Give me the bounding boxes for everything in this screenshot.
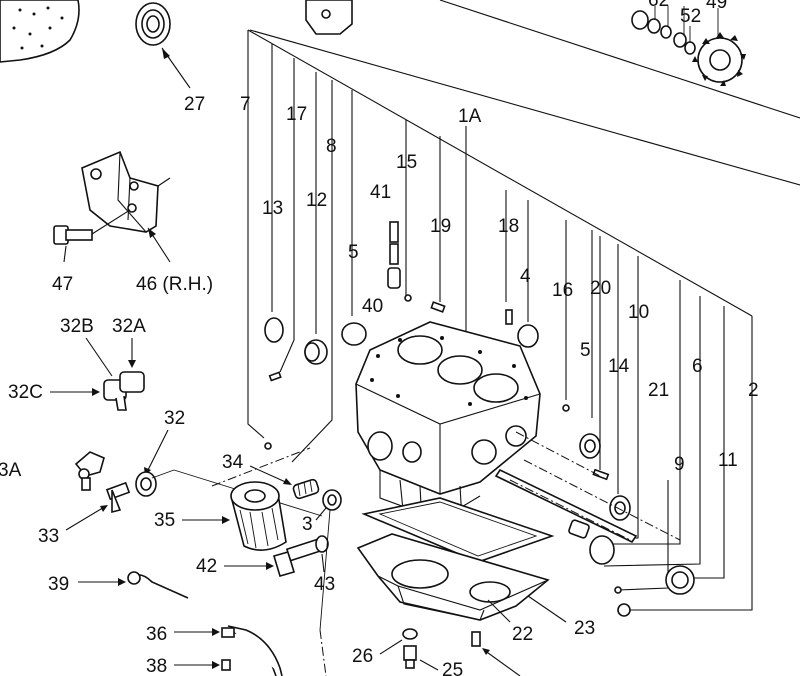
fitting-3A	[74, 451, 105, 491]
label-21: 21	[648, 380, 669, 401]
label-20: 20	[590, 278, 611, 299]
label-32C: 32C	[8, 382, 43, 403]
label-46: 46 (R.H.)	[136, 274, 213, 295]
label-9: 9	[674, 454, 685, 475]
label-42: 42	[196, 556, 217, 577]
label-22: 22	[512, 624, 533, 645]
sleeve-21	[568, 519, 615, 565]
label-47: 47	[52, 274, 73, 295]
label-34: 34	[222, 452, 244, 473]
label-7: 7	[240, 94, 251, 115]
callout-leaders	[247, 29, 753, 611]
strainer-34	[292, 478, 320, 500]
label-27: 27	[184, 94, 205, 115]
cylinder-block-1A	[355, 321, 541, 525]
rod-41-40	[387, 221, 412, 302]
label-62: 62	[648, 0, 669, 11]
pin-18	[505, 309, 513, 325]
cup-plug-13	[264, 317, 284, 343]
plug-12	[304, 339, 328, 365]
pin-7	[264, 442, 272, 450]
connector-32	[105, 471, 157, 514]
washers-52-62	[631, 10, 696, 55]
label-3: 3	[302, 514, 313, 535]
bracket-top	[305, 0, 353, 35]
shaft-10	[494, 468, 638, 544]
bushing-11	[665, 565, 695, 595]
label-5a: 5	[348, 242, 359, 263]
pin-17	[268, 371, 282, 382]
engine-bracket-46	[81, 150, 159, 233]
label-6: 6	[692, 356, 703, 377]
plug-5a	[341, 322, 367, 346]
label-1A: 1A	[458, 106, 482, 127]
label-13: 13	[262, 198, 283, 219]
label-39: 39	[48, 574, 69, 595]
label-18: 18	[498, 216, 519, 237]
plug-3	[322, 489, 342, 511]
label-49: 49	[706, 0, 727, 13]
o-ring-43	[315, 535, 329, 553]
label-4: 4	[520, 266, 531, 287]
label-40: 40	[362, 296, 383, 317]
gasket-22	[361, 497, 555, 563]
plug-4	[517, 324, 539, 348]
bearing-5b	[579, 433, 601, 459]
gear-49	[692, 32, 746, 86]
label-14: 14	[608, 356, 630, 377]
label-17: 17	[286, 104, 307, 125]
label-26: 26	[352, 646, 373, 667]
oil-seal-27	[135, 2, 171, 46]
label-15: 15	[396, 152, 417, 173]
oil-pan-23	[356, 533, 550, 621]
timing-cover-plate	[0, 0, 80, 63]
label-25: 25	[442, 660, 463, 676]
label-35: 35	[154, 510, 175, 531]
label-36: 36	[146, 624, 167, 645]
oil-filter-35	[230, 481, 287, 551]
label-41: 41	[370, 182, 391, 203]
label-32A: 32A	[112, 316, 146, 337]
plug-9	[614, 586, 622, 594]
label-32B: 32B	[60, 316, 94, 337]
plug-2	[617, 603, 631, 617]
label-11: 11	[718, 450, 738, 471]
label-3A: 3A	[0, 460, 22, 481]
label-43: 43	[314, 574, 335, 595]
label-19: 19	[430, 216, 451, 237]
bolt-47	[53, 225, 93, 245]
dipstick-tube	[127, 571, 283, 676]
drain-plug-26	[402, 628, 418, 669]
label-38: 38	[146, 656, 167, 676]
pin-16	[562, 404, 570, 412]
fitting-32ABC	[103, 371, 145, 411]
bushing-14	[609, 495, 631, 521]
label-10: 10	[628, 302, 649, 323]
label-2: 2	[748, 380, 759, 401]
label-12: 12	[306, 190, 327, 211]
label-8: 8	[326, 136, 337, 157]
pin-20	[592, 468, 610, 481]
dowel-19	[430, 301, 446, 313]
label-16: 16	[552, 280, 573, 301]
label-32: 32	[164, 408, 185, 429]
label-33: 33	[38, 526, 59, 547]
label-52: 52	[680, 6, 701, 27]
label-5b: 5	[580, 340, 591, 361]
bolt-pan	[471, 631, 481, 647]
label-23: 23	[574, 618, 595, 639]
